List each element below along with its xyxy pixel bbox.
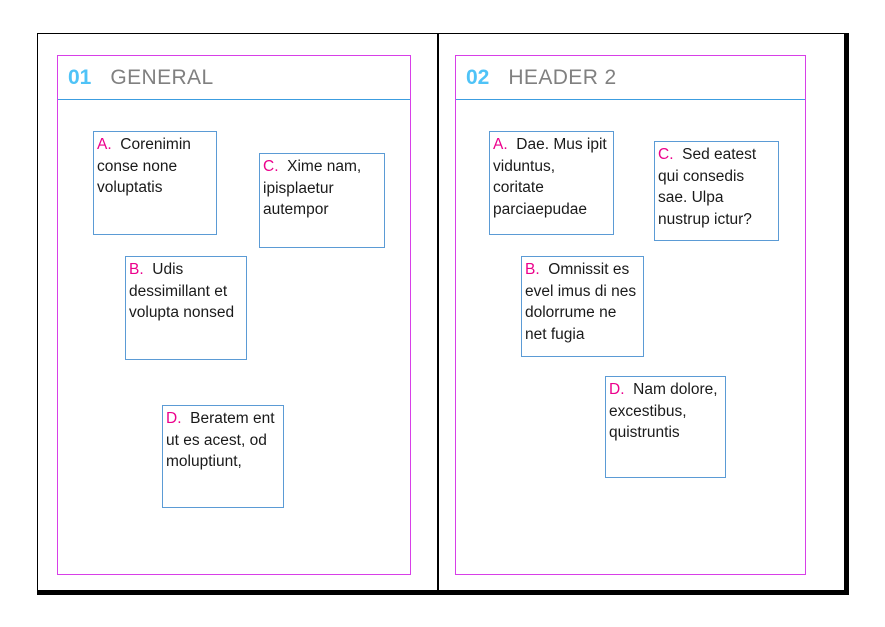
panel-divider bbox=[437, 33, 439, 595]
note-tag: C. bbox=[658, 146, 678, 163]
panel-01-number: 01 bbox=[68, 66, 92, 89]
panel-01-title: GENERAL bbox=[110, 66, 214, 89]
note-box[interactable]: D. Beratem ent ut es acest, od moluptiun… bbox=[162, 405, 284, 508]
note-text: Xime nam, ipisplaetur autempor bbox=[263, 158, 362, 218]
note-box[interactable]: C. Xime nam, ipisplaetur autempor bbox=[259, 153, 385, 248]
panel-02-number: 02 bbox=[466, 66, 490, 89]
panel-02[interactable]: 02 HEADER 2 A. Dae. Mus ipit viduntus, c… bbox=[455, 55, 806, 575]
note-box[interactable]: B. Omnissit es evel imus di nes dolorrum… bbox=[521, 256, 644, 357]
note-box[interactable]: B. Udis dessimillant et volupta nonsed bbox=[125, 256, 247, 360]
note-tag: A. bbox=[97, 136, 116, 153]
note-text: Udis dessimillant et volupta nonsed bbox=[129, 261, 235, 321]
note-text: Omnissit es evel imus di nes dolorrume n… bbox=[525, 261, 637, 343]
note-tag: D. bbox=[166, 410, 186, 427]
note-tag: B. bbox=[129, 261, 148, 278]
panel-02-header: 02 HEADER 2 bbox=[456, 56, 805, 100]
note-text: Corenimin conse none voluptatis bbox=[97, 136, 191, 196]
note-text: Dae. Mus ipit viduntus, coritate parciae… bbox=[493, 136, 607, 218]
panel-01-header: 01 GENERAL bbox=[58, 56, 410, 100]
note-text: Nam dolore, excestibus, quistruntis bbox=[609, 381, 718, 441]
note-box[interactable]: D. Nam dolore, excestibus, quistruntis bbox=[605, 376, 726, 478]
note-box[interactable]: A. Corenimin conse none voluptatis bbox=[93, 131, 217, 235]
note-box[interactable]: C. Sed eatest qui consedis sae. Ulpa nus… bbox=[654, 141, 779, 241]
note-tag: C. bbox=[263, 158, 283, 175]
note-tag: B. bbox=[525, 261, 544, 278]
panel-01-body: A. Corenimin conse none voluptatis C. Xi… bbox=[58, 100, 410, 574]
note-tag: D. bbox=[609, 381, 629, 398]
panel-02-body: A. Dae. Mus ipit viduntus, coritate parc… bbox=[456, 100, 805, 574]
note-tag: A. bbox=[493, 136, 512, 153]
panel-02-title: HEADER 2 bbox=[508, 66, 617, 89]
panel-01[interactable]: 01 GENERAL A. Corenimin conse none volup… bbox=[57, 55, 411, 575]
note-text: Beratem ent ut es acest, od moluptiunt, bbox=[166, 410, 275, 470]
note-text: Sed eatest qui consedis sae. Ulpa nustru… bbox=[658, 146, 757, 228]
note-box[interactable]: A. Dae. Mus ipit viduntus, coritate parc… bbox=[489, 131, 614, 235]
